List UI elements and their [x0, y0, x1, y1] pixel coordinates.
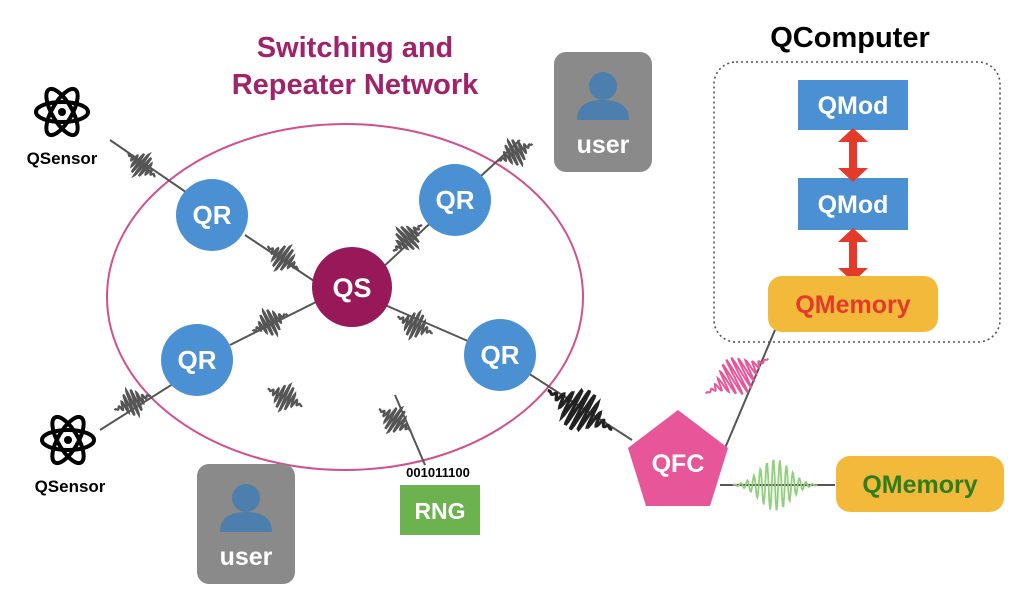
atom-icon — [40, 414, 96, 466]
rng-box — [400, 485, 480, 535]
qmod-top — [798, 80, 908, 130]
qr-label-bottom-left: QR — [178, 345, 217, 375]
qfc-label: QFC — [652, 450, 705, 478]
photon-pulse — [397, 309, 433, 341]
qfc-node — [628, 410, 728, 506]
photon-pulse — [547, 387, 613, 433]
qmemory-external — [836, 456, 1004, 512]
qr-node-bottom-right — [464, 319, 536, 391]
rng-bits: 001011100 — [406, 465, 470, 480]
qr-node-top-right — [419, 164, 491, 236]
qsensor-label-bottom: QSensor — [35, 477, 106, 496]
qr-label-top-right: QR — [436, 185, 475, 215]
photon-pulse — [496, 137, 534, 168]
photon-pulse — [732, 459, 818, 511]
qr-label-top-left: QR — [193, 200, 232, 230]
photon-pulse — [704, 356, 770, 396]
rng-label: RNG — [414, 498, 465, 524]
qr-node-bottom-left — [161, 324, 233, 396]
qmod-bottom — [798, 178, 908, 230]
qsensor-label-top: QSensor — [27, 149, 98, 168]
qcomputer-title: QComputer — [770, 22, 930, 54]
qmemory-external-label: QMemory — [862, 471, 977, 499]
network-title-line1: Switching and — [256, 32, 454, 64]
user-label-top: user — [577, 131, 630, 159]
atom-icon — [34, 86, 90, 138]
qs-node — [312, 247, 392, 327]
photon-pulse — [266, 244, 300, 272]
network-title: Switching and Repeater Network — [190, 30, 520, 104]
photon-pulse — [267, 382, 303, 413]
photon-pulse — [378, 405, 412, 435]
qmemory-internal — [768, 276, 938, 332]
qmemory-internal-label: QMemory — [795, 291, 910, 319]
double-arrow-icon — [838, 228, 868, 282]
photon-pulse — [127, 151, 156, 179]
photon-pulse — [113, 386, 152, 419]
qr-label-bottom-right: QR — [481, 340, 520, 370]
network-boundary — [106, 123, 584, 471]
network-title-line2: Repeater Network — [231, 69, 479, 101]
double-arrow-icon — [838, 128, 868, 182]
photon-pulse — [251, 307, 289, 338]
qcomputer-box — [713, 61, 1001, 343]
qmod-bottom-label: QMod — [818, 191, 889, 219]
qr-node-top-left — [176, 179, 248, 251]
photon-pulse — [392, 223, 423, 253]
user-label-bottom: user — [220, 543, 273, 571]
qmod-top-label: QMod — [818, 92, 889, 120]
qs-label: QS — [332, 273, 371, 303]
